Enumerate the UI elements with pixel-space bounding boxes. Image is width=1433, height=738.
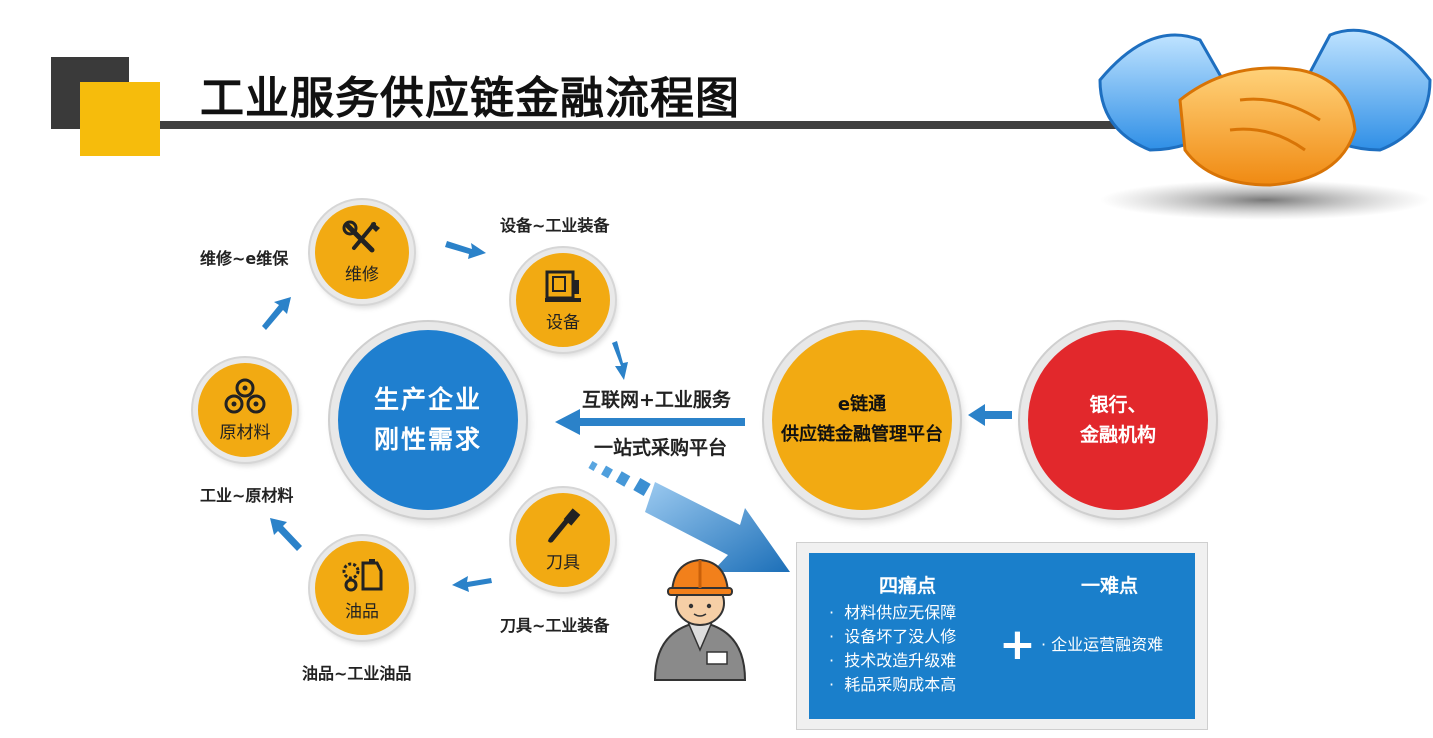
caption-shebei: 设备~工业装备 — [500, 216, 610, 235]
center-production-enterprise: 生产企业 刚性需求 — [330, 322, 526, 518]
node-youpin-label: 油品 — [345, 601, 379, 622]
equipment-icon — [545, 270, 581, 302]
difficulty-item: · 企业运营融资难 — [1041, 635, 1164, 654]
platform-e-liantong: e链通 供应链金融管理平台 — [764, 322, 960, 518]
worker-icon — [653, 558, 747, 681]
pain-item: · 耗品采购成本高 — [829, 675, 957, 694]
center-line2: 刚性需求 — [373, 425, 482, 454]
center-line1: 生产企业 — [373, 385, 482, 414]
arrow-yuancailiao-to-weixiu — [262, 297, 291, 330]
node-yuancailiao: 原材料 — [193, 358, 297, 462]
node-shebei: 设备 — [511, 248, 615, 352]
node-daoju-label: 刀具 — [546, 552, 580, 573]
pain-right-title: 一难点 — [1081, 575, 1139, 597]
middle-text-line1: 互联网+工业服务 — [582, 389, 731, 411]
pain-item: · 技术改造升级难 — [829, 651, 957, 670]
arrow-to-center — [555, 409, 745, 435]
handshake-icon — [1098, 28, 1432, 220]
platform-line1: e链通 — [837, 394, 887, 415]
caption-youpin: 油品~工业油品 — [302, 664, 412, 683]
bank-financial-institutions: 银行、 金融机构 — [1020, 322, 1216, 518]
cutter-icon — [547, 507, 581, 543]
node-youpin: 油品 — [310, 536, 414, 640]
pain-item: · 材料供应无保障 — [829, 603, 957, 622]
node-weixiu: 维修 — [310, 200, 414, 304]
platform-line2: 供应链金融管理平台 — [781, 424, 943, 445]
node-daoju: 刀具 — [511, 488, 615, 592]
bank-line1: 银行、 — [1089, 394, 1147, 416]
header-underline — [160, 121, 1120, 129]
cycle-arrows — [262, 241, 1012, 592]
caption-yuancailiao: 工业~原材料 — [200, 486, 294, 505]
node-yuancailiao-label: 原材料 — [219, 422, 271, 443]
caption-daoju: 刀具~工业装备 — [500, 616, 610, 635]
node-weixiu-label: 维修 — [345, 264, 379, 285]
pain-item: · 设备坏了没人修 — [829, 627, 957, 646]
arrow-daoju-to-youpin — [452, 576, 492, 592]
pain-points-box: 四痛点 · 材料供应无保障 · 设备坏了没人修 · 技术改造升级难 · 耗品采购… — [796, 542, 1208, 730]
pain-points-inner: 四痛点 · 材料供应无保障 · 设备坏了没人修 · 技术改造升级难 · 耗品采购… — [809, 553, 1195, 719]
caption-weixiu: 维修~e维保 — [200, 249, 289, 268]
arrow-shebei-down — [612, 341, 628, 380]
tools-icon — [342, 220, 380, 252]
bank-line2: 金融机构 — [1079, 424, 1156, 446]
big-arrow — [588, 461, 790, 572]
arrow-weixiu-to-shebei — [445, 241, 486, 259]
header-block-gold — [80, 82, 160, 156]
arrow-youpin-to-yuancailiao — [270, 518, 302, 551]
pain-left-title: 四痛点 — [879, 575, 937, 597]
arrow-bank-to-platform — [968, 404, 1012, 426]
page-title: 工业服务供应链金融流程图 — [200, 73, 740, 124]
middle-text-line2: 一站式采购平台 — [594, 437, 728, 459]
node-shebei-label: 设备 — [546, 312, 580, 333]
oil-can-icon — [342, 558, 383, 591]
plus-sign: + — [999, 619, 1036, 670]
material-rolls-icon — [224, 378, 266, 413]
